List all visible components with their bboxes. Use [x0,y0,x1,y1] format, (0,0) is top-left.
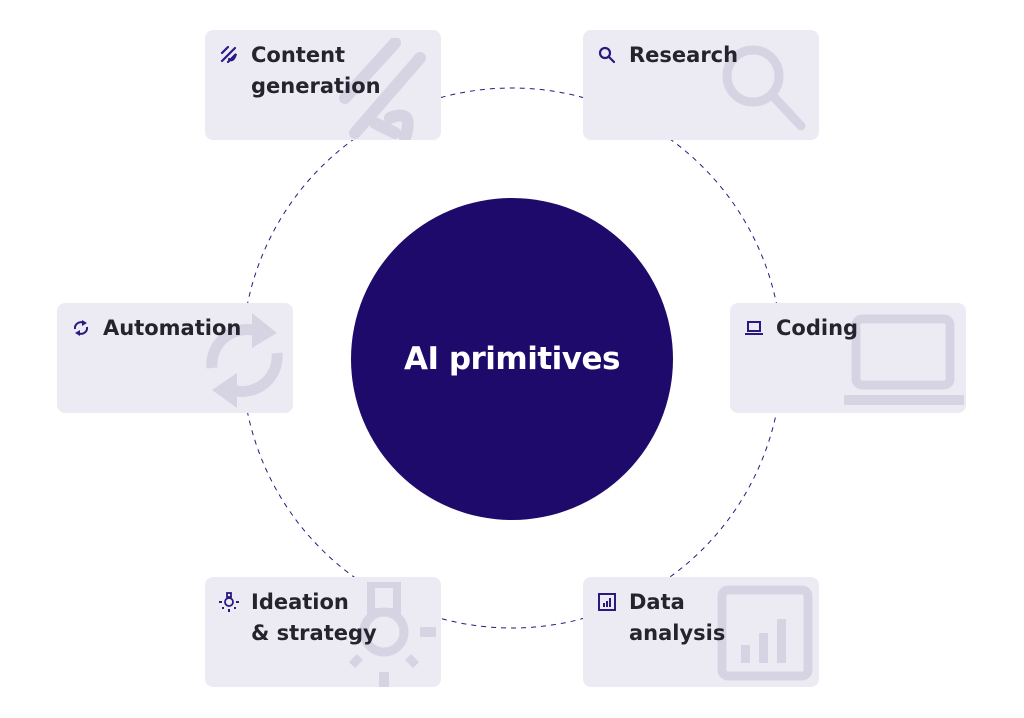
refresh-watermark-icon [206,313,283,408]
pencil-watermark-icon [339,38,426,140]
card-research: Research [583,30,819,140]
laptop-icon [745,321,763,335]
laptop-watermark-icon [844,314,964,405]
card-ideation-strategy: Ideation & strategy [205,577,441,687]
refresh-icon [73,320,89,336]
card-data-analysis: Data analysis [583,577,819,687]
pencil-icon [220,45,238,64]
lightbulb-icon [219,592,239,612]
card-automation: Automation [57,303,293,413]
card-label: Coding [776,316,859,340]
bar-chart-icon [598,593,616,611]
card-content-generation: Content generation [205,30,441,140]
card-label: Data analysis [629,590,726,645]
bar-chart-watermark-icon [717,585,813,681]
card-coding: Coding [730,303,966,413]
center-circle: AI primitives [351,198,673,520]
card-label: Content generation [251,43,381,98]
center-label: AI primitives [404,341,620,377]
card-label: Automation [103,316,242,340]
search-watermark-icon [722,45,806,131]
card-label: Ideation & strategy [251,590,377,645]
card-label: Research [629,43,739,67]
search-icon [598,46,616,64]
lightbulb-watermark-icon [349,582,436,687]
